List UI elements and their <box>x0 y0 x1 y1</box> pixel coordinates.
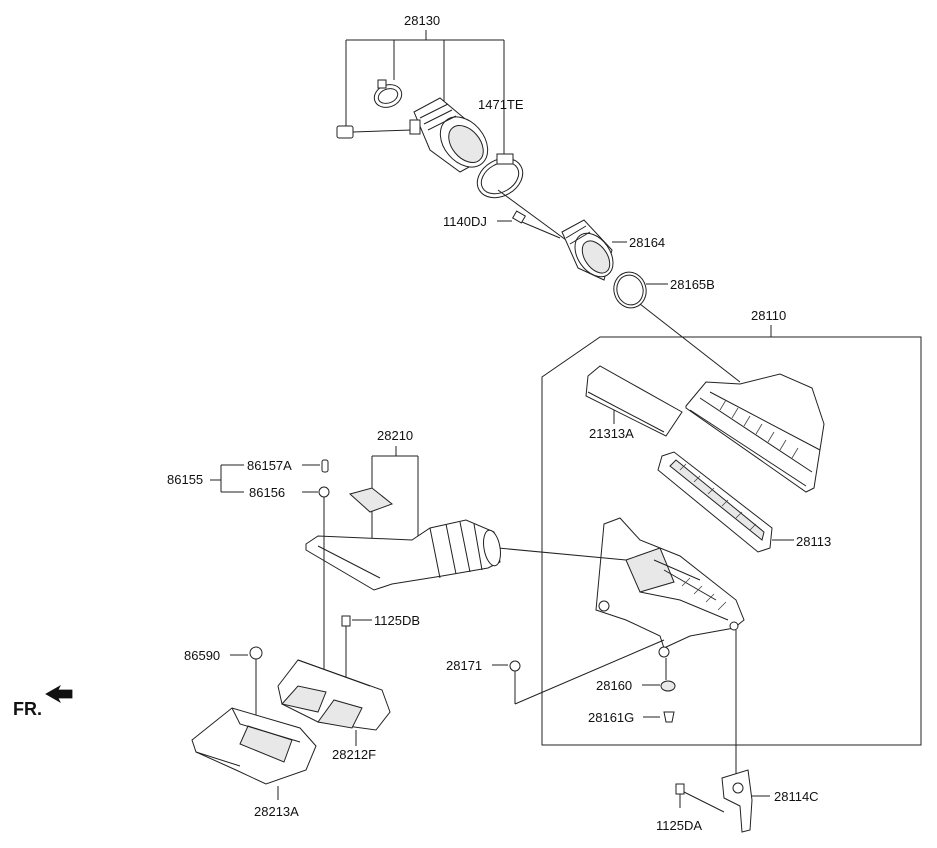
bracket-28114C: 28114C <box>721 630 819 833</box>
filter-element-28113: 28113 <box>657 451 831 553</box>
assembly-28110: 28110 <box>541 308 922 746</box>
air-cleaner-cover <box>685 373 825 493</box>
o-ring-28165B: 28165B <box>613 271 741 383</box>
lower-duct-28212F: 28212F <box>277 659 391 762</box>
front-direction-marker: FR. <box>13 684 73 719</box>
label-86157A: 86157A <box>247 458 292 473</box>
grommet-28160: 28160 <box>596 658 676 693</box>
sensor-plug <box>336 125 413 139</box>
label-86590: 86590 <box>184 648 220 663</box>
label-28110: 28110 <box>751 308 786 323</box>
label-28160: 28160 <box>596 678 632 693</box>
label-86155: 86155 <box>167 472 203 487</box>
label-28165B: 28165B <box>670 277 715 292</box>
label-1125DB: 1125DB <box>374 613 420 628</box>
tray-28213A: 28213A <box>191 707 317 819</box>
label-28213A: 28213A <box>254 804 299 819</box>
label-28130: 28130 <box>404 13 440 28</box>
label-28113: 28113 <box>796 534 831 549</box>
air-flow-sensor-28164: 28164 <box>561 219 665 281</box>
label-28161G: 28161G <box>588 710 634 725</box>
label-21313A: 21313A <box>589 426 634 441</box>
collar-28161G: 28161G <box>588 710 675 725</box>
label-28164: 28164 <box>629 235 665 250</box>
label-28114C: 28114C <box>774 789 819 804</box>
clamp-1471TE: 1471TE <box>476 97 524 199</box>
label-28210: 28210 <box>377 428 413 443</box>
label-1125DA: 1125DA <box>656 818 702 833</box>
label-28171: 28171 <box>446 658 482 673</box>
air-duct-28210: 28210 <box>305 428 501 591</box>
front-label: FR. <box>13 699 42 719</box>
front-arrow-icon <box>45 684 73 704</box>
callout-86155: 86157A 86155 86156 <box>167 458 330 680</box>
bolt-1140DJ: 1140DJ <box>443 210 561 239</box>
label-28212F: 28212F <box>332 747 376 762</box>
bolt-28171: 28171 <box>446 639 665 705</box>
intake-hose-28130 <box>409 97 489 173</box>
duct-cover-21313A: 21313A <box>585 365 683 441</box>
clip-86590: 86590 <box>184 646 263 716</box>
air-cleaner-body <box>595 517 745 658</box>
callout-28130: 28130 <box>345 13 505 160</box>
bolt-1125DA: 1125DA <box>656 783 725 833</box>
label-86156: 86156 <box>249 485 285 500</box>
label-1471TE: 1471TE <box>478 97 524 112</box>
hose-clamp-small <box>373 79 403 108</box>
bolt-1125DB: 1125DB <box>341 613 420 690</box>
label-1140DJ: 1140DJ <box>443 214 487 229</box>
